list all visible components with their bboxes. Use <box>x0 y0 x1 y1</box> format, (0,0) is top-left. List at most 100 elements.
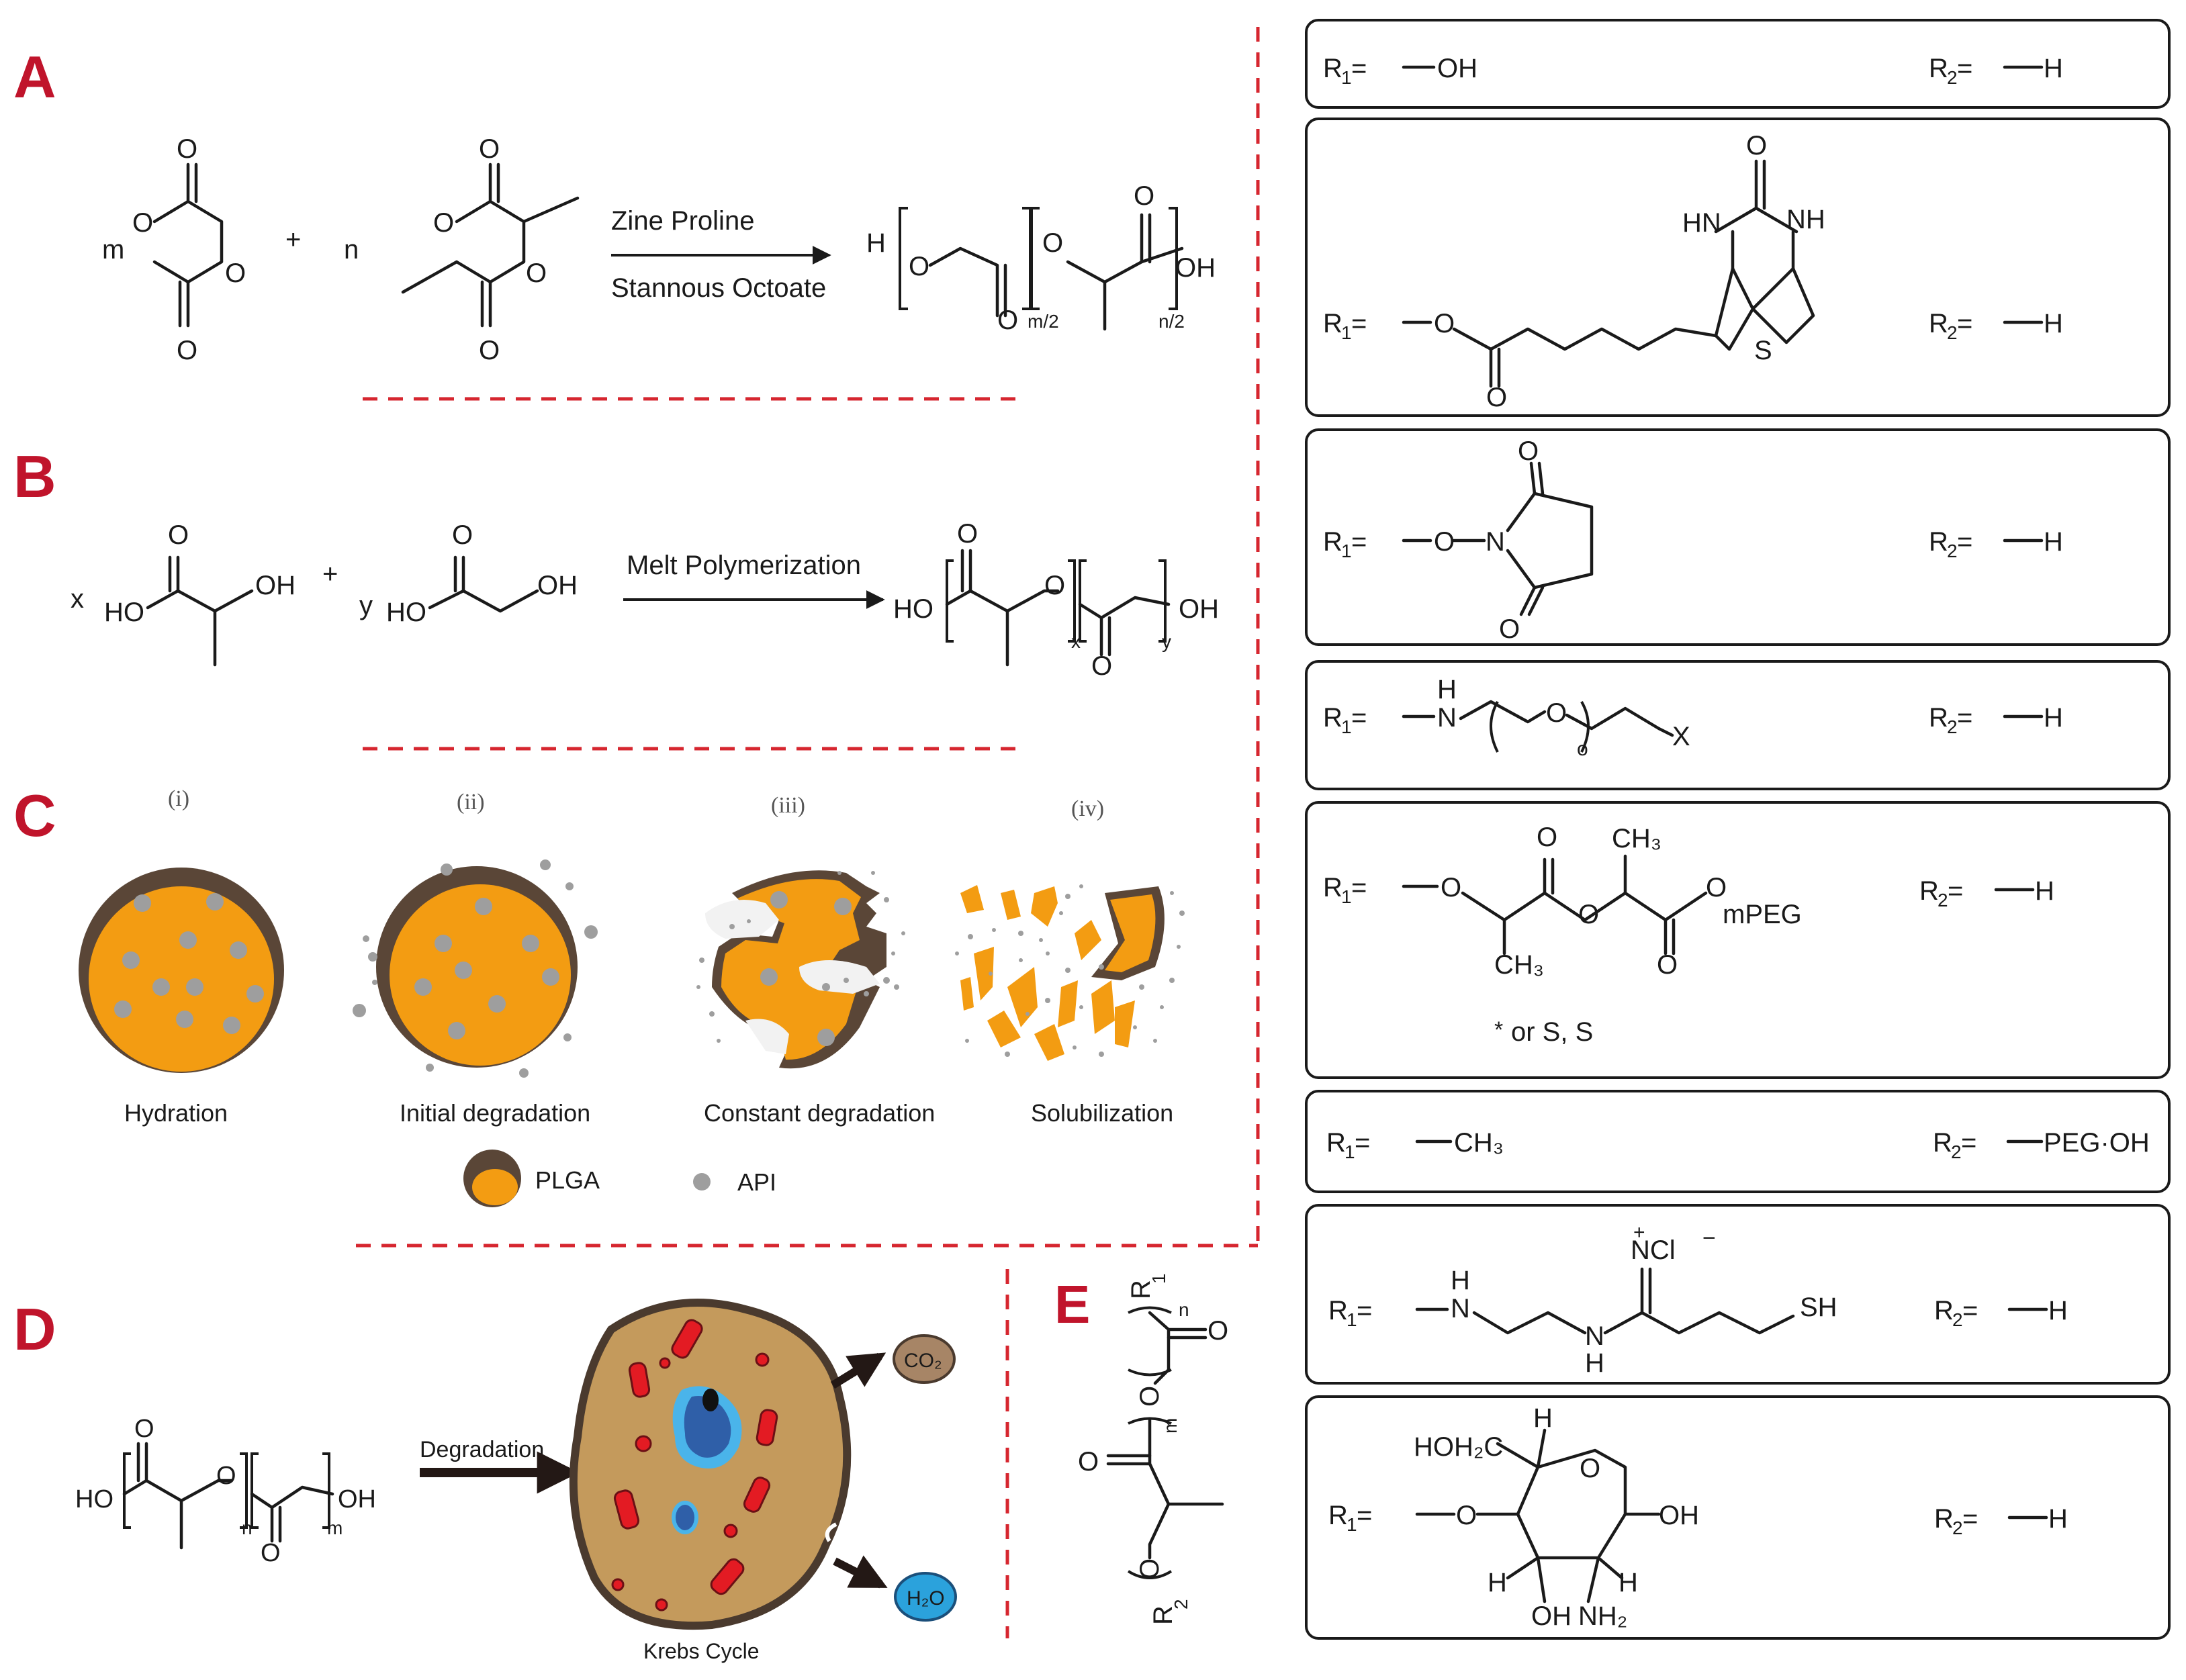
svg-text:O: O <box>1134 181 1154 211</box>
svg-text:H: H <box>2044 703 2063 733</box>
svg-text:CH₃: CH₃ <box>1494 950 1544 980</box>
svg-text:R: R <box>1323 873 1342 902</box>
svg-text:n: n <box>242 1518 253 1538</box>
stage-iii-label: Constant degradation <box>704 1099 935 1127</box>
stage-iii-numeral: (iii) <box>771 793 805 818</box>
panel-c-letter: C <box>13 782 56 849</box>
svg-text:−: − <box>1702 1225 1716 1251</box>
cell-illustration <box>569 1299 852 1630</box>
svg-text:O: O <box>1578 900 1599 929</box>
svg-text:2: 2 <box>1938 890 1948 911</box>
panel-b-letter: B <box>13 443 56 510</box>
stage-ii-label: Initial degradation <box>400 1099 590 1127</box>
svg-text:1: 1 <box>1341 886 1352 907</box>
legend-api: API <box>693 1168 776 1196</box>
panel-d-letter: D <box>13 1296 56 1362</box>
degradation-label: Degradation <box>420 1437 544 1462</box>
svg-text:R: R <box>1323 54 1342 83</box>
svg-text:O: O <box>1078 1447 1099 1477</box>
lactide-structure: O O O O <box>401 134 580 365</box>
svg-text:=: = <box>1351 873 1367 902</box>
svg-text:CO₂: CO₂ <box>904 1350 942 1372</box>
svg-text:NCl: NCl <box>1631 1235 1676 1265</box>
svg-text:2: 2 <box>1951 1141 1962 1162</box>
svg-text:O: O <box>1706 873 1727 902</box>
svg-text:x: x <box>1071 631 1081 652</box>
svg-text:x: x <box>71 584 84 614</box>
svg-text:y: y <box>359 591 373 620</box>
svg-text:R: R <box>1929 309 1948 338</box>
svg-text:NH₂: NH₂ <box>1578 1601 1627 1631</box>
svg-text:R: R <box>1929 527 1948 557</box>
plga-product-b: HO O O x O y OH <box>893 519 1219 681</box>
svg-text:O: O <box>134 1415 154 1443</box>
particle-constant-degradation <box>696 870 905 1069</box>
svg-text:R: R <box>1929 703 1948 733</box>
svg-text:OH: OH <box>1179 594 1219 624</box>
svg-text:or S, S: or S, S <box>1511 1017 1593 1047</box>
sub-row-7: R 1 = H N N H NCl + − SH R 2 = H <box>1305 1204 2171 1385</box>
svg-text:2: 2 <box>1952 1309 1963 1330</box>
svg-text:O: O <box>216 1462 236 1490</box>
svg-text:1: 1 <box>1341 322 1352 343</box>
svg-text:O: O <box>168 520 189 550</box>
svg-text:N: N <box>1585 1321 1604 1351</box>
svg-text:R: R <box>1933 1128 1952 1158</box>
svg-text:H: H <box>2044 309 2063 338</box>
svg-text:O: O <box>909 252 929 281</box>
svg-text:H: H <box>2044 527 2063 557</box>
svg-text:n/2: n/2 <box>1158 311 1185 332</box>
panel-e-letter: E <box>1054 1274 1090 1334</box>
svg-text:OH: OH <box>255 571 295 600</box>
svg-text:O: O <box>132 208 153 238</box>
panel-c: C (i) Hydration (ii) <box>13 782 1185 1207</box>
svg-text:=: = <box>1351 54 1367 83</box>
svg-text:O: O <box>1546 698 1567 728</box>
plga-general-structure: R 1 n O O m O O R 2 <box>1078 1273 1228 1625</box>
svg-text:R: R <box>1326 1128 1346 1158</box>
svg-text:HO: HO <box>104 598 144 627</box>
coef-n: n <box>344 235 359 265</box>
svg-text:H: H <box>2044 54 2063 83</box>
svg-text:HO: HO <box>386 598 426 627</box>
svg-text:=: = <box>1961 1128 1976 1158</box>
svg-text:O: O <box>1580 1454 1600 1483</box>
svg-text:=: = <box>1357 1296 1372 1325</box>
sub-row-4: R 1 = H N O o X R 2 = H <box>1305 660 2171 790</box>
svg-text:O: O <box>957 519 978 549</box>
panel-e: E R 1 n O O m O O R 2 <box>1054 1273 1228 1625</box>
svg-text:N: N <box>1451 1294 1470 1323</box>
svg-text:R: R <box>1929 54 1948 83</box>
panel-a-letter: A <box>13 44 56 110</box>
svg-text:O: O <box>1434 309 1455 338</box>
svg-text:SH: SH <box>1800 1293 1837 1322</box>
svg-text:O: O <box>1091 651 1112 681</box>
svg-text:mPEG: mPEG <box>1723 900 1802 929</box>
svg-text:2: 2 <box>1947 322 1958 343</box>
svg-text:HOH₂C: HOH₂C <box>1414 1432 1503 1462</box>
svg-text:+: + <box>1633 1221 1645 1244</box>
sub-row-3: R 1 = O N O O R 2 = H <box>1305 428 2171 646</box>
stage-i-label: Hydration <box>124 1099 228 1127</box>
svg-text:O: O <box>177 336 197 365</box>
svg-text:H: H <box>1619 1568 1638 1597</box>
svg-text:O: O <box>1486 383 1507 412</box>
svg-text:R: R <box>1323 309 1342 338</box>
svg-text:NH: NH <box>1786 205 1825 234</box>
reagent-zine-proline: Zine Proline <box>611 206 754 236</box>
svg-text:1: 1 <box>1341 716 1352 737</box>
panel-a: A m O O O O + n O O O O <box>13 44 1216 365</box>
svg-text:H: H <box>2048 1296 2068 1325</box>
svg-text:1: 1 <box>1341 67 1352 88</box>
svg-text:OH: OH <box>1659 1501 1699 1530</box>
krebs-cycle-label: Krebs Cycle <box>643 1639 760 1663</box>
svg-text:S: S <box>1754 336 1772 365</box>
svg-text:1: 1 <box>1347 1514 1357 1535</box>
svg-text:O: O <box>1044 571 1065 600</box>
svg-text:CH₃: CH₃ <box>1454 1128 1504 1158</box>
svg-text:HO: HO <box>75 1485 113 1513</box>
svg-text:o: o <box>1577 738 1588 760</box>
panel-dividers <box>356 27 1260 1638</box>
svg-text:OH: OH <box>1437 54 1477 83</box>
